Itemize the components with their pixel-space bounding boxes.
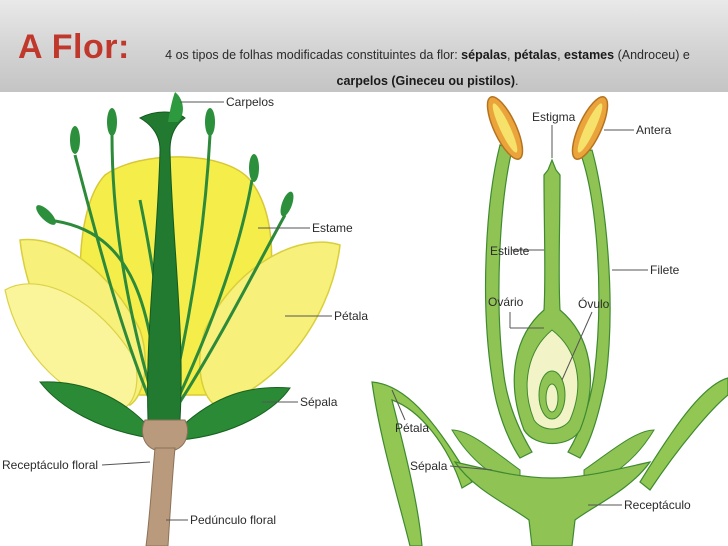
left-sepal-right: [179, 387, 291, 441]
flower-diagrams: Carpelos Estame Pétala Sépala Receptácul…: [2, 92, 728, 546]
left-carpel-tip: [168, 92, 183, 122]
right-anther-left: [486, 96, 524, 160]
right-leader-lines: [391, 125, 648, 506]
left-carpel: [138, 111, 186, 421]
slide-subtitle: 4 os tipos de folhas modificadas constit…: [140, 42, 715, 94]
right-flower-diagram: Estigma Antera Estilete Filete Ovário Óv…: [371, 96, 728, 546]
term-carpelos: carpelos (Gineceu ou pistilos): [336, 74, 516, 88]
label-ovario: Ovário: [488, 295, 524, 309]
subtitle-comma-2: ,: [557, 48, 565, 62]
label-estame: Estame: [312, 221, 353, 235]
label-petala-right: Pétala: [395, 421, 429, 435]
left-receptacle: [142, 419, 188, 451]
right-receptacle: [453, 461, 652, 546]
label-petala-left: Pétala: [334, 309, 368, 323]
left-petal-front-left: [4, 283, 138, 411]
left-petal-right: [199, 241, 341, 406]
label-pedunculo-floral: Pedúnculo floral: [190, 513, 276, 527]
left-sepal-left: [39, 381, 151, 439]
slide-title: A Flor:: [18, 28, 130, 66]
subtitle-intro: 4 os tipos de folhas modificadas constit…: [165, 48, 462, 62]
label-sepala-right: Sépala: [410, 459, 448, 473]
label-estilete: Estilete: [490, 244, 530, 258]
label-receptaculo-floral: Receptáculo floral: [2, 458, 98, 472]
label-filete: Filete: [650, 263, 680, 277]
right-filament-left: [484, 144, 533, 459]
left-anthers: [36, 108, 294, 225]
subtitle-comma-1: ,: [507, 48, 514, 62]
term-petalas: pétalas: [514, 48, 558, 62]
label-sepala-left: Sépala: [300, 395, 338, 409]
term-estames: estames: [564, 48, 615, 62]
label-carpelos: Carpelos: [226, 95, 274, 109]
left-peduncle: [145, 447, 176, 546]
subtitle-androceu: (Androceu) e: [614, 48, 690, 62]
label-antera: Antera: [636, 123, 672, 137]
right-filament-right: [567, 149, 611, 459]
right-anther-right: [571, 96, 609, 160]
header-band: A Flor: 4 os tipos de folhas modificadas…: [0, 0, 728, 92]
label-receptaculo: Receptáculo: [624, 498, 691, 512]
right-ovule: [538, 370, 566, 420]
label-ovulo: Óvulo: [578, 296, 610, 311]
left-leader-lines: [101, 101, 332, 521]
right-petal-left: [371, 381, 473, 546]
left-flower-diagram: Carpelos Estame Pétala Sépala Receptácul…: [2, 92, 368, 546]
label-estigma: Estigma: [532, 110, 576, 124]
term-sepalas: sépalas: [461, 48, 508, 62]
subtitle-end: .: [515, 74, 519, 88]
right-petal-right: [639, 377, 728, 491]
